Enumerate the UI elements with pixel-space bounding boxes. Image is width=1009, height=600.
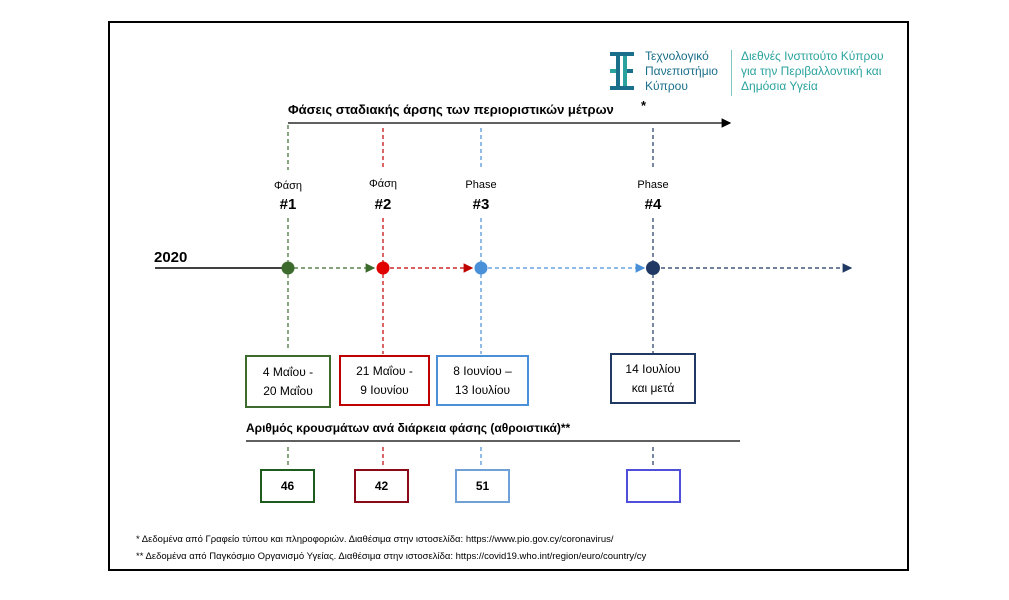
phase2-date-line1: 21 Μαΐου -	[356, 363, 413, 378]
phase1-cases-box: 46	[260, 469, 315, 503]
phase4-dot	[646, 261, 660, 275]
phase3-dot	[474, 261, 488, 275]
phase2-cases-box: 42	[354, 469, 409, 503]
phase1-date-line1: 4 Μαΐου -	[262, 364, 314, 379]
university-name-line3: Κύπρου	[645, 79, 688, 93]
phase1-date-line2: 20 Μαΐου	[263, 383, 313, 398]
phase2-dot	[376, 261, 390, 275]
phase3-date-box: 8 Ιουνίου – 13 Ιουλίου	[436, 355, 529, 406]
phase4-date-line1: 14 Ιουλίου	[625, 361, 681, 376]
diagram-title: Φάσεις σταδιακής άρσης των περιοριστικών…	[288, 102, 614, 117]
institute-name-line2: για την Περιβαλλοντική και	[741, 64, 882, 78]
institute-name-line1: Διεθνές Ινστιτούτο Κύπρου	[741, 49, 884, 63]
institute-name: Διεθνές Ινστιτούτο Κύπρου για την Περιβα…	[741, 49, 884, 94]
phase4-date-box: 14 Ιουλίου και μετά	[610, 353, 696, 404]
footnote-1: * Δεδομένα από Γραφείο τύπου και πληροφο…	[136, 534, 614, 545]
phase2-number: #2	[374, 196, 392, 213]
phase3-date-line1: 8 Ιουνίου –	[453, 363, 512, 378]
university-name-line2: Πανεπιστήμιο	[645, 64, 718, 78]
phase3-date-line2: 13 Ιουλίου	[454, 382, 511, 397]
university-name: Τεχνολογικό Πανεπιστήμιο Κύπρου	[645, 49, 718, 94]
title-footnote-marker: *	[641, 98, 647, 113]
phase1-number: #1	[279, 196, 297, 213]
institute-name-line3: Δημόσια Υγεία	[741, 79, 818, 93]
phase2-word: Φάση	[368, 178, 398, 190]
phase4-word: Phase	[637, 179, 669, 191]
footnote-2: ** Δεδομένα από Παγκόσμιο Οργανισμό Υγεί…	[136, 551, 647, 562]
university-logo-icon	[610, 52, 634, 90]
phase4-cases-box	[626, 469, 681, 503]
phase4-date-line2: και μετά	[631, 380, 675, 395]
phase3-word: Phase	[465, 179, 497, 191]
year-label: 2020	[154, 249, 188, 266]
phase2-date-box: 21 Μαΐου - 9 Ιουνίου	[339, 355, 430, 406]
logo-divider	[731, 50, 732, 96]
phase3-cases-box: 51	[455, 469, 510, 503]
university-name-line1: Τεχνολογικό	[645, 49, 709, 63]
phase1-word: Φάση	[273, 180, 303, 192]
phase3-number: #3	[472, 196, 490, 213]
phase1-dot	[281, 261, 295, 275]
phase4-number: #4	[644, 196, 662, 213]
cases-title: Αριθμός κρουσμάτων ανά διάρκεια φάσης (α…	[246, 421, 571, 435]
phase1-date-box: 4 Μαΐου - 20 Μαΐου	[245, 355, 331, 408]
phase2-date-line2: 9 Ιουνίου	[360, 382, 409, 397]
